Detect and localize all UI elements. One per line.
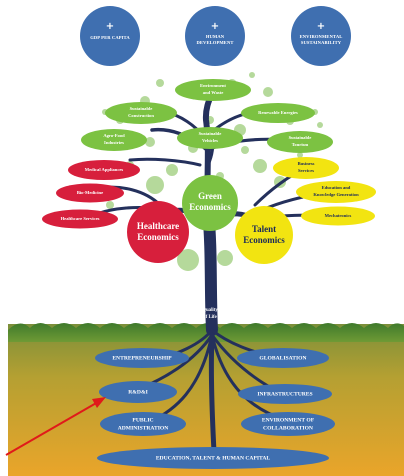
svg-text:Industries: Industries [104, 140, 124, 145]
leaf-agro-food: Agro-Food Industries [81, 129, 147, 151]
root-rdi: R&D&I [99, 381, 177, 403]
svg-text:HUMAN: HUMAN [206, 34, 225, 39]
svg-text:GDP PER CAPITA: GDP PER CAPITA [90, 35, 130, 40]
svg-text:ENTREPRENEURSHIP: ENTREPRENEURSHIP [112, 355, 172, 361]
svg-text:Education and: Education and [322, 185, 351, 190]
svg-text:+: + [211, 21, 219, 32]
svg-text:SUSTAINABILITY: SUSTAINABILITY [301, 40, 342, 45]
svg-text:and Waste: and Waste [203, 90, 223, 95]
svg-text:EDUCATION, TALENT & HUMAN CAPI: EDUCATION, TALENT & HUMAN CAPITAL [156, 455, 271, 461]
leaf-medical-appliances: Medical Appliances [68, 160, 140, 180]
svg-text:Sustainable: Sustainable [289, 135, 312, 140]
top-goal-human-development: + HUMAN DEVELOPMENT [185, 6, 245, 66]
svg-text:Environment: Environment [200, 83, 226, 88]
svg-text:Healthcare Services: Healthcare Services [61, 216, 100, 221]
svg-text:COLLABORATION: COLLABORATION [263, 425, 313, 431]
svg-text:Economics: Economics [137, 232, 179, 242]
root-education-talent: EDUCATION, TALENT & HUMAN CAPITAL [97, 447, 329, 469]
svg-text:Sustainable: Sustainable [130, 106, 153, 111]
healthcare-economics-circle: Healthcare Economics [127, 201, 189, 263]
svg-text:Economics: Economics [189, 202, 231, 212]
talent-economics-circle: Talent Economics [235, 206, 293, 264]
green-economics-circle: Green Economics [182, 175, 238, 231]
leaf-healthcare-services: Healthcare Services [42, 209, 118, 229]
svg-text:Construction: Construction [128, 113, 154, 118]
leaf-environment-waste: Environment and Waste [175, 79, 251, 101]
svg-text:Healthcare: Healthcare [137, 221, 179, 231]
svg-text:+: + [106, 21, 114, 32]
leaf-education-knowledge: Education and Knowledge Generation [296, 181, 376, 203]
svg-text:Business: Business [298, 161, 315, 166]
svg-text:INFRASTRUCTURES: INFRASTRUCTURES [257, 391, 312, 397]
quality-of-life-label: Quality of Life [202, 308, 218, 320]
root-globalisation: GLOBALISATION [237, 348, 329, 368]
root-entrepreneurship: ENTREPRENEURSHIP [95, 348, 189, 368]
svg-text:Economics: Economics [243, 235, 285, 245]
svg-text:Bio-Medicine: Bio-Medicine [77, 190, 103, 195]
svg-text:Tourism: Tourism [292, 142, 309, 147]
leaf-renewable-energies: Renewable Energies [241, 103, 315, 123]
svg-text:Talent: Talent [252, 224, 276, 234]
leaf-bio-medicine: Bio-Medicine [56, 183, 124, 203]
leaf-sustainable-vehicles: Sustainable Vehicles [177, 127, 243, 149]
svg-text:Green: Green [198, 191, 222, 201]
svg-text:of Life: of Life [203, 315, 216, 320]
svg-text:Services: Services [298, 168, 314, 173]
svg-text:Knowledge Generation: Knowledge Generation [313, 192, 359, 197]
top-goal-environmental-sustainability: + ENVIRONMENTAL SUSTAINABILITY [291, 6, 351, 66]
svg-text:Medical Appliances: Medical Appliances [85, 167, 124, 172]
svg-text:Vehicles: Vehicles [202, 138, 218, 143]
red-arrow [5, 397, 106, 456]
svg-text:DEVELOPMENT: DEVELOPMENT [196, 40, 233, 45]
svg-text:PUBLIC: PUBLIC [132, 417, 153, 423]
top-goal-gdp: + GDP PER CAPITA [80, 6, 140, 66]
grass-line [8, 323, 404, 342]
svg-text:GLOBALISATION: GLOBALISATION [259, 355, 306, 361]
svg-text:+: + [317, 21, 325, 32]
svg-text:ENVIRONMENT OF: ENVIRONMENT OF [262, 417, 315, 423]
leaf-mechatronics: Mechatronics [301, 206, 375, 226]
leaf-sustainable-tourism: Sustainable Tourism [267, 131, 333, 153]
svg-text:Mechatronics: Mechatronics [325, 213, 352, 218]
root-public-administration: PUBLIC ADMINISTRATION [100, 412, 186, 436]
svg-text:Quality: Quality [202, 308, 218, 313]
svg-text:Renewable Energies: Renewable Energies [258, 110, 298, 115]
svg-text:ADMINISTRATION: ADMINISTRATION [118, 425, 169, 431]
leaf-business-services: Business Services [273, 157, 339, 179]
root-environment-collaboration: ENVIRONMENT OF COLLABORATION [241, 412, 335, 436]
leaf-sustainable-construction: Sustainable Construction [105, 102, 177, 124]
svg-text:R&D&I: R&D&I [128, 389, 148, 395]
svg-text:ENVIRONMENTAL: ENVIRONMENTAL [300, 34, 343, 39]
root-infrastructures: INFRASTRUCTURES [238, 384, 332, 404]
svg-text:Sustainable: Sustainable [199, 131, 222, 136]
svg-text:Agro-Food: Agro-Food [103, 133, 125, 138]
